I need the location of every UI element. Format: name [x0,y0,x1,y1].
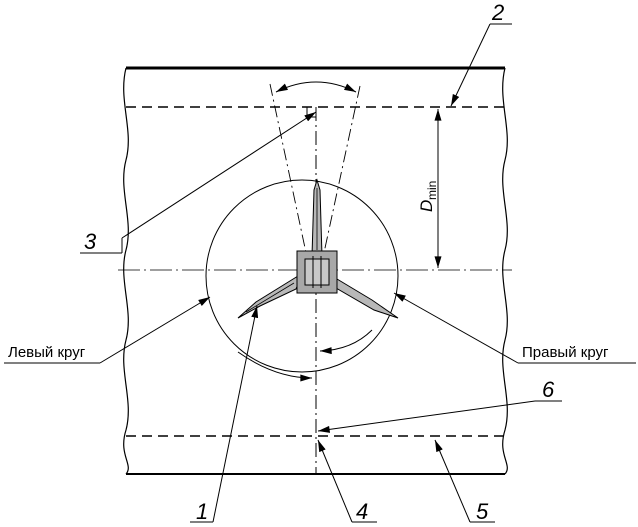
dmin-label: D min [417,181,439,212]
leader-2 [450,23,491,107]
label-2: 2 [491,0,504,25]
left-break-line [123,67,129,475]
hub-inner [304,258,330,286]
label-4: 4 [356,499,368,524]
leader-5 [434,439,471,523]
leader-1 [212,305,259,523]
label-5: 5 [476,499,489,524]
label-6: 6 [542,377,555,402]
left-rotation-arrow [237,351,313,382]
label-right-circle: Правый круг [522,344,609,361]
right-break-line [502,67,508,475]
leader-right-circle [393,292,519,364]
right-rotation-arrow [319,329,373,355]
sector-left-line [269,83,309,263]
left-blade [237,275,301,319]
leader-3 [121,111,317,239]
dmin-label-sub: min [425,181,439,200]
leader-4 [317,439,353,523]
label-3: 3 [84,229,97,254]
leader-6 [317,400,536,433]
rotation-circle [205,179,399,373]
dmin-label-main: D [417,200,436,212]
right-blade [331,275,399,319]
sector-angle-arc [275,81,357,93]
sector-right-line [321,85,361,263]
label-left-circle: Левый круг [8,344,86,361]
leader-left-circle [99,296,211,364]
left-blade-axis [245,282,295,313]
label-1: 1 [196,499,208,524]
